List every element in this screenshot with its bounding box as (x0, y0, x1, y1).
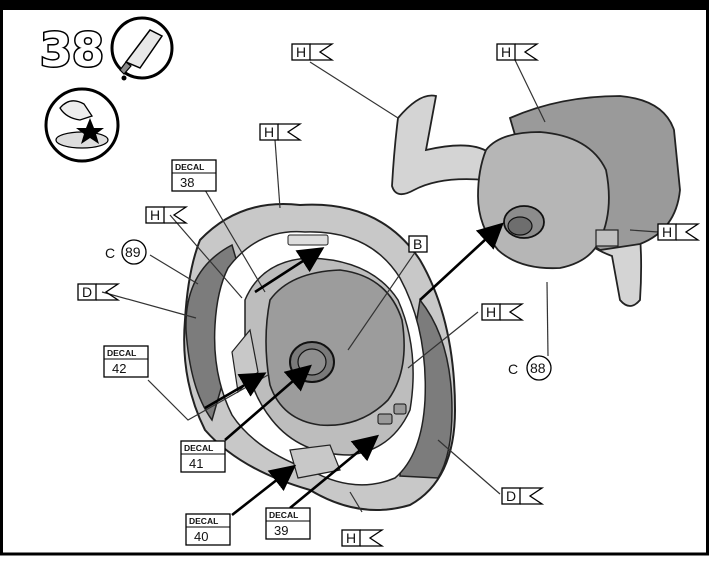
flag-h-1-letter: H (296, 44, 306, 60)
flag-h-4-letter: H (150, 207, 160, 223)
label-b: B (408, 235, 428, 253)
part-c-88-number: 88 (530, 360, 546, 376)
flag-d-1: D (77, 283, 121, 301)
flag-h-5-letter: H (662, 224, 672, 240)
decal-39-number: 39 (274, 523, 288, 538)
steering-wheel (183, 203, 457, 511)
paddle-shift-hub-unit (391, 94, 681, 307)
flag-d-2-letter: D (506, 488, 516, 504)
flag-h-2-letter: H (501, 44, 511, 60)
decal-42: DECAL 42 (103, 345, 149, 378)
decal-38: DECAL 38 (171, 159, 217, 192)
placement-arrows (204, 222, 504, 517)
decal-40-title: DECAL (189, 516, 218, 526)
flag-h-4: H (145, 206, 189, 224)
flag-h-6: H (481, 303, 525, 321)
decal-38-number: 38 (180, 175, 194, 190)
glue-tube-icon (110, 16, 174, 81)
flag-d-2: D (501, 487, 545, 505)
label-b-letter: B (413, 236, 422, 252)
flag-h-7-letter: H (346, 530, 356, 546)
step-number: 38 (40, 23, 104, 77)
decal-41-title: DECAL (184, 443, 213, 453)
decal-38-title: DECAL (175, 162, 204, 172)
flag-h-3: H (259, 123, 303, 141)
decal-39-title: DECAL (269, 510, 298, 520)
decal-41-number: 41 (189, 456, 203, 471)
flag-h-7: H (341, 529, 385, 547)
decal-40: DECAL 40 (185, 513, 231, 546)
press-decal-hand-icon (44, 87, 120, 163)
leader-lines (101, 59, 659, 513)
flag-h-3-letter: H (264, 124, 274, 140)
part-c-88-letter: C (508, 361, 518, 377)
panel-frame (0, 6, 709, 556)
flag-h-5: H (657, 223, 701, 241)
part-c-89: C 89 (105, 239, 147, 265)
decal-40-number: 40 (194, 529, 208, 544)
flag-h-6-letter: H (486, 304, 496, 320)
flag-d-1-letter: D (82, 284, 92, 300)
flag-h-2: H (496, 43, 540, 61)
flag-labels: H H H H H H H D D B (77, 43, 701, 547)
decal-42-number: 42 (112, 361, 126, 376)
decal-41: DECAL 41 (180, 440, 226, 473)
flag-h-1: H (291, 43, 335, 61)
top-bar (0, 0, 709, 10)
decal-42-title: DECAL (107, 348, 136, 358)
part-c-89-number: 89 (125, 244, 141, 260)
part-c-89-letter: C (105, 245, 115, 261)
decal-39: DECAL 39 (265, 507, 311, 540)
part-c-88: C 88 (508, 355, 552, 381)
